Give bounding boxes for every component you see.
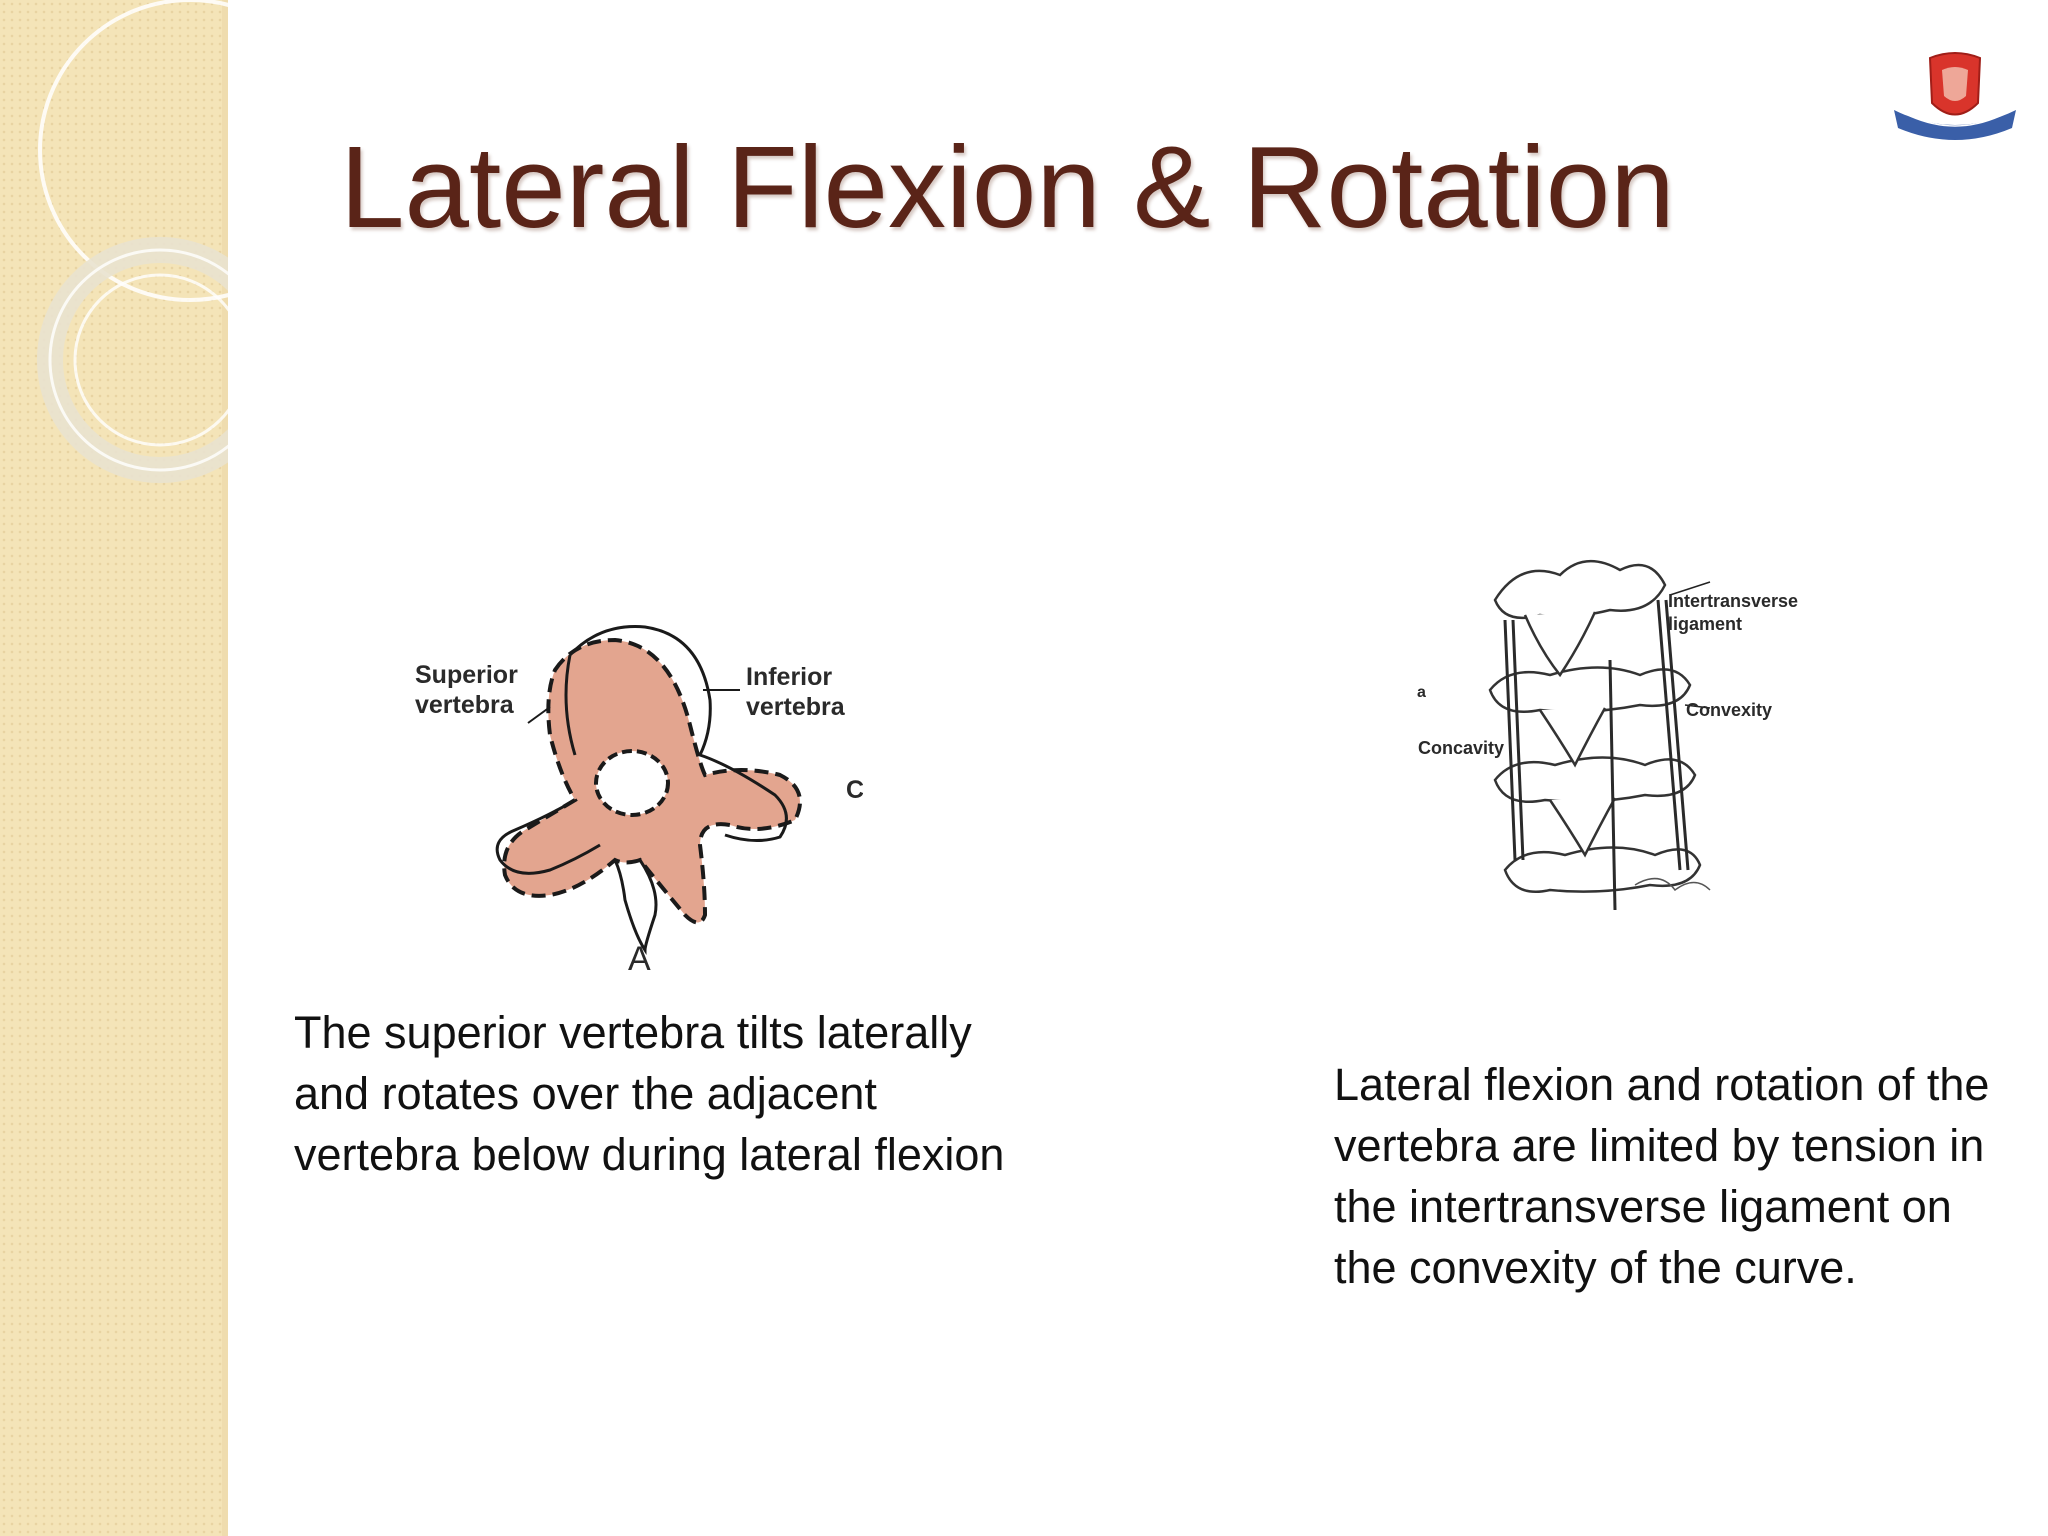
caption-right: Lateral flexion and rotation of the vert… [1334, 1059, 1990, 1293]
figure-letter-a: A [628, 940, 651, 978]
vertebra-tilt-diagram [495, 625, 802, 955]
superior-vertebra-label: Superior vertebra [415, 661, 518, 719]
caption-left: The superior vertebra tilts laterally an… [294, 1007, 1005, 1180]
spine-lateral-flexion-diagram [1488, 559, 1711, 911]
cut-off-label: C [846, 776, 863, 804]
decorative-rings-icon [37, 0, 228, 483]
inferior-vertebra-label: Inferior vertebra [746, 663, 845, 721]
college-crest-logo [1894, 52, 2016, 140]
concavity-label: Concavity [1418, 738, 1505, 758]
slide-title: Lateral Flexion & Rotation [340, 122, 1675, 252]
intertransverse-ligament-label: Intertransverse ligament [1668, 591, 1799, 634]
side-band-edge [222, 0, 228, 1536]
convexity-label: Convexity [1686, 700, 1773, 720]
inferior-vertebra-outline [495, 625, 788, 955]
cut-off-letter: a [1417, 684, 1426, 701]
